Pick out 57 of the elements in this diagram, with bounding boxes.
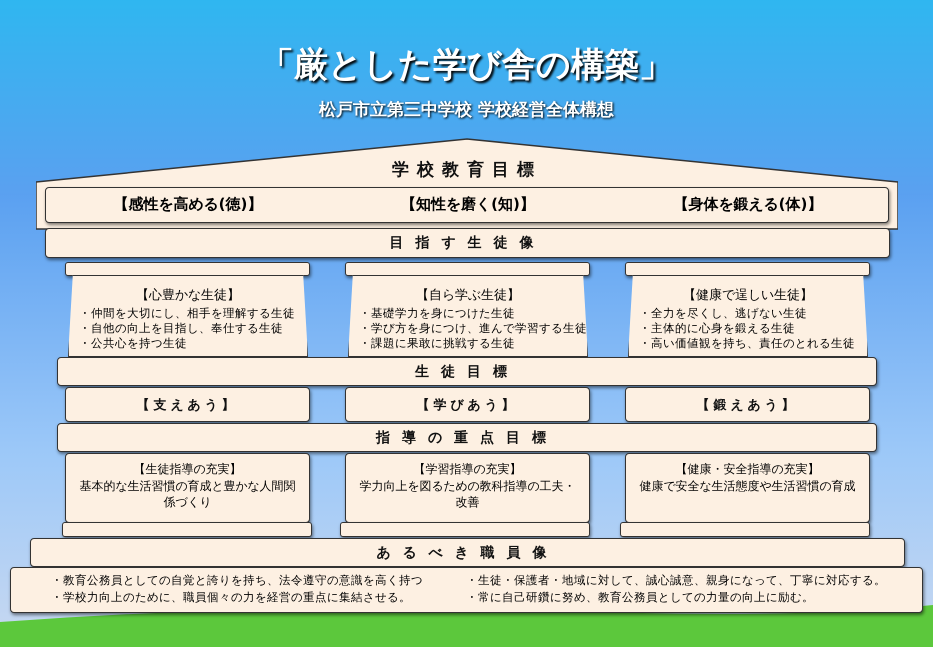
column-panel: [625, 453, 870, 523]
column-capital: [345, 262, 590, 276]
bullet-text: ・公共心を持つ生徒: [79, 336, 187, 351]
bullet-text: ・学校力向上のために、職員個々の力を経営の重点に集結させる。: [51, 590, 411, 605]
roof-pediment: [36, 138, 898, 230]
heading-band: [45, 228, 890, 258]
bullet-text: ・常に自己研鑽に努め、教育公務員としての力量の向上に励む。: [466, 590, 814, 605]
subtitle: 松戸市立第三中学校 学校経営全体構想: [318, 99, 615, 121]
column-panel: [625, 387, 870, 422]
body-text: 健康で安全な生活態度や生活習慣の育成: [638, 478, 856, 494]
bullet-text: ・課題に果敢に挑戦する生徒: [359, 336, 515, 351]
heading-band: [57, 357, 877, 386]
column-heading: 【生徒指導の充実】: [132, 461, 242, 477]
column-heading: 【学習指導の充実】: [412, 461, 522, 477]
column-heading: 【鍛えあう】: [696, 397, 800, 414]
column-heading: 【心豊かな生徒】: [135, 287, 241, 304]
column-panel: [65, 387, 310, 422]
column-heading: 【自ら学ぶ生徒】: [415, 287, 521, 304]
bullet-text: ・仲間を大切にし、相手を理解する生徒: [79, 306, 295, 321]
column-base: [340, 522, 590, 537]
column-capital: [625, 262, 870, 276]
band-heading: 目指す生徒像: [388, 234, 546, 252]
column-heading: 【健康・安全指導の充実】: [674, 461, 820, 477]
bullet-text: ・基礎学力を身につけた生徒: [359, 306, 515, 321]
column-heading: 【健康で逞しい生徒】: [682, 287, 814, 304]
bullet-text: ・教育公務員としての自覚と誇りを持ち、法令遵守の意識を高く持つ: [51, 573, 423, 588]
heading-band: [30, 538, 905, 567]
band-heading: 生徒目標: [414, 362, 520, 380]
body-text: 学力向上を図るための教科指導の工夫・改善: [358, 478, 576, 510]
column-panel: [348, 275, 588, 357]
band-heading: あるべき職員像: [376, 544, 560, 562]
heading: 学校教育目標: [391, 159, 543, 181]
column-panel: [628, 275, 868, 357]
column-panel: [65, 453, 310, 523]
column-panel: [345, 387, 590, 422]
column-panel: [68, 275, 308, 357]
bullet-text: ・高い価値観を持ち、責任のとれる生徒: [639, 336, 855, 351]
body-text: 基本的な生活習慣の育成と豊かな人間関係づくり: [78, 478, 296, 510]
goal-heading: 【知性を磨く(知)】: [400, 195, 536, 214]
goal-panel: [45, 187, 889, 223]
bullet-text: ・学び方を身につけ、進んで学習する生徒: [359, 321, 587, 336]
heading-band: [57, 423, 877, 452]
bullet-text: ・生徒・保護者・地域に対して、誠心誠意、親身になって、丁寧に対応する。: [466, 573, 886, 588]
column-panel: [345, 453, 590, 523]
goal-heading: 【身体を鍛える(体)】: [672, 195, 824, 214]
column-heading: 【学びあう】: [416, 397, 520, 414]
bullet-text: ・自他の向上を目指し、奉仕する生徒: [79, 321, 283, 336]
column-capital: [65, 262, 310, 276]
title: 「厳とした学び舎の構築」: [259, 44, 674, 87]
goal-heading: 【感性を高める(徳)】: [112, 195, 264, 214]
bullet-text: ・主体的に心身を鍛える生徒: [639, 321, 795, 336]
column-base: [62, 522, 312, 537]
column-base: [620, 522, 870, 537]
bullet-text: ・全力を尽くし、逃げない生徒: [639, 306, 807, 321]
column-heading: 【支えあう】: [136, 397, 240, 414]
foundation-panel: [10, 567, 923, 613]
band-heading: 指導の重点目標: [374, 428, 559, 446]
